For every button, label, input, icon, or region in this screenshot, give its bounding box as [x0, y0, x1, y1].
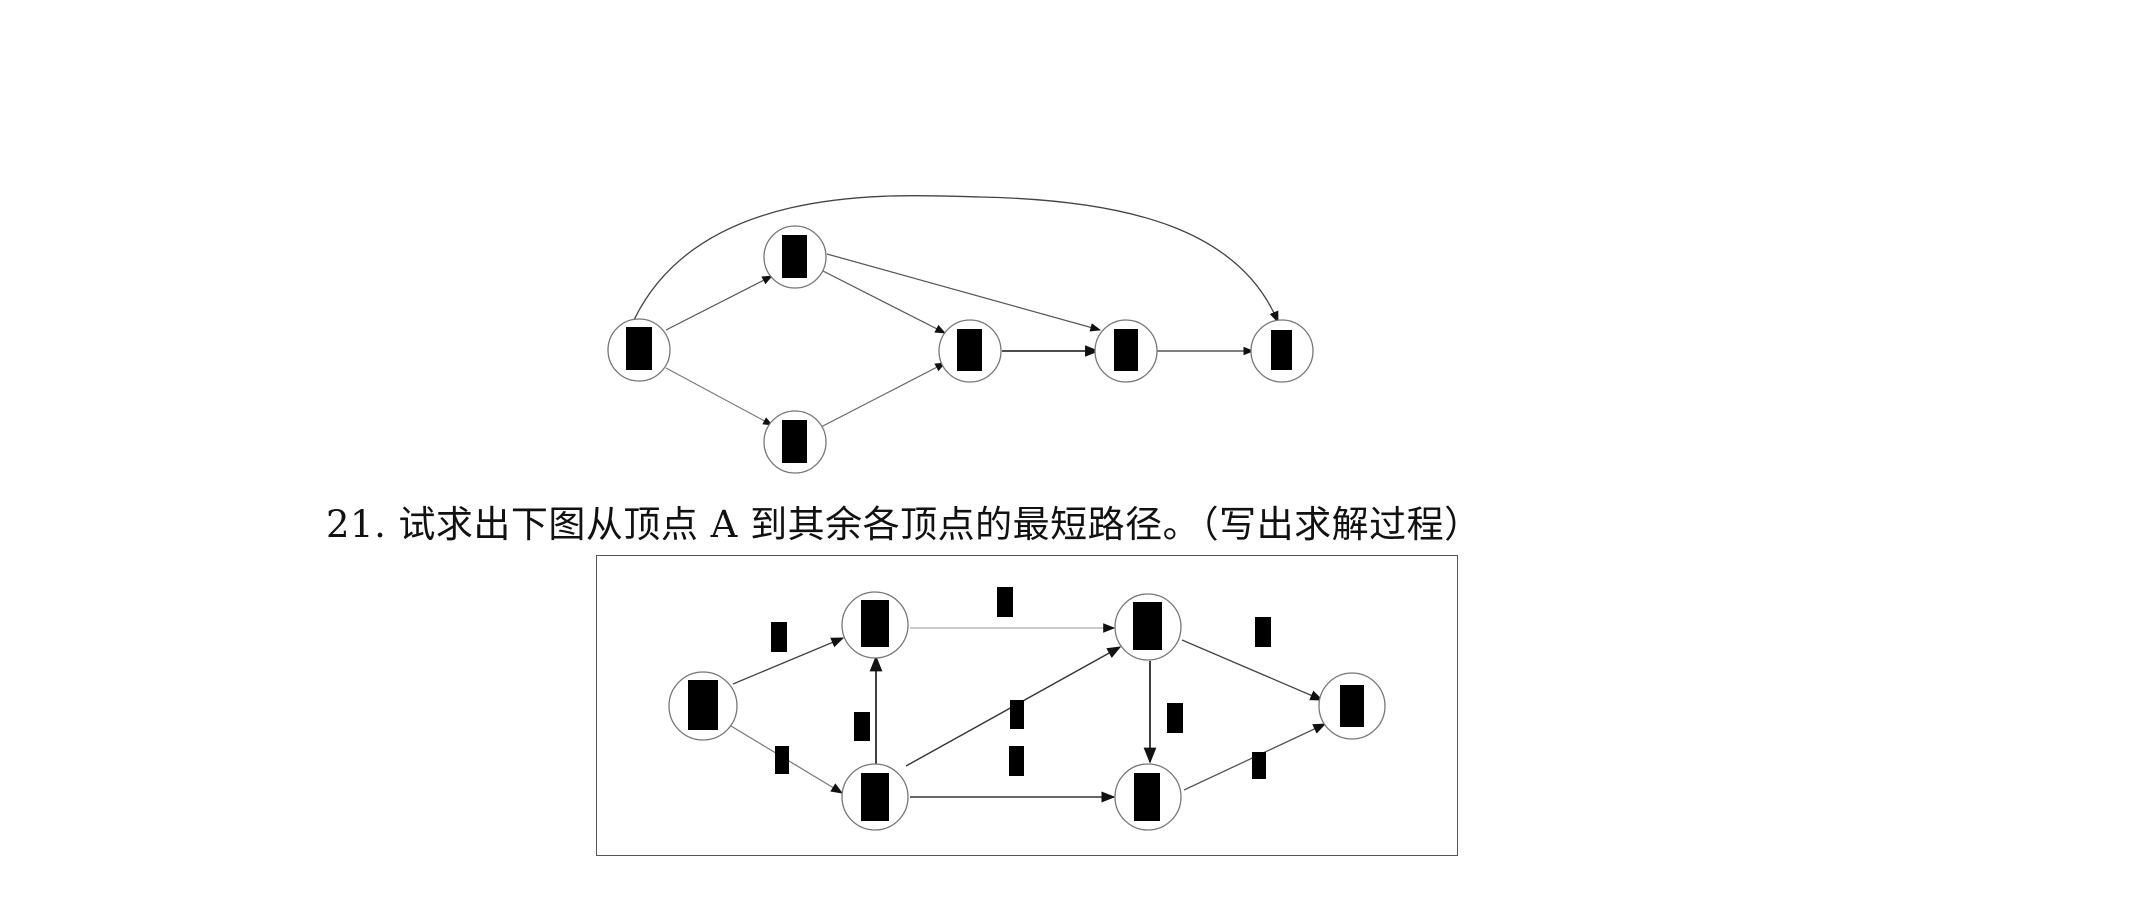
bottom-edge: [1181, 639, 1324, 701]
edge-weight-redacted: [1255, 617, 1271, 647]
question-number: 21.: [326, 503, 387, 546]
bottom-figure-frame: [596, 555, 1458, 856]
edge-weight-redacted: [1252, 752, 1266, 779]
bottom-edge: [732, 637, 845, 685]
top-edge: [826, 253, 1102, 332]
edge-weight-redacted: [1010, 700, 1024, 729]
edge-weight-redacted: [997, 587, 1013, 617]
edge-weight-redacted: [1167, 703, 1183, 733]
top-edge: [820, 269, 946, 334]
top-node: [763, 410, 827, 474]
top-node: [1094, 319, 1158, 383]
bottom-node: [1318, 672, 1386, 740]
bottom-node: [841, 763, 909, 831]
edge-weight-redacted: [854, 712, 870, 741]
top-edge: [820, 362, 946, 428]
top-node: [763, 225, 827, 289]
question-body: 试求出下图从顶点 A 到其余各顶点的最短路径。（写出求解过程）: [398, 503, 1482, 546]
top-node: [1250, 319, 1314, 383]
bottom-node: [668, 671, 738, 741]
edge-weight-redacted: [1009, 746, 1024, 776]
top-edge: [665, 367, 773, 426]
bottom-node: [1114, 593, 1182, 661]
bottom-node: [1114, 763, 1182, 831]
edge-weight-redacted: [771, 622, 787, 652]
question-text: 21. 试求出下图从顶点 A 到其余各顶点的最短路径。（写出求解过程）: [326, 500, 1482, 550]
top-node: [938, 319, 1002, 383]
top-edge-arc: [632, 194, 1279, 324]
bottom-node: [841, 591, 909, 659]
top-node: [607, 318, 671, 382]
edge-weight-redacted: [775, 746, 789, 774]
top-edge: [665, 275, 773, 331]
